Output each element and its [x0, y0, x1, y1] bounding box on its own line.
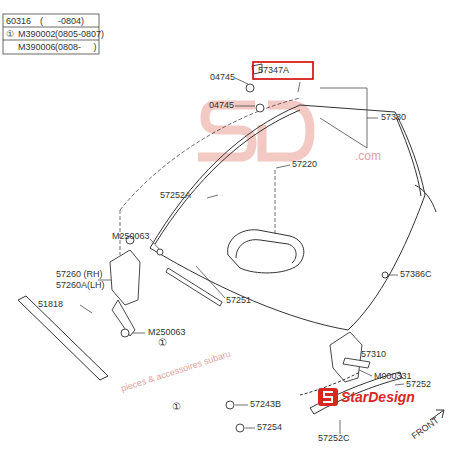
direction-label: FRONT: [410, 416, 441, 441]
callout-number: ①: [158, 338, 167, 348]
table-cell: 60316: [6, 17, 31, 26]
callout-number: 57347A: [258, 66, 289, 75]
table-cell: M390002: [18, 30, 56, 39]
callout-number: 57252: [406, 380, 431, 389]
callout-number: M000331: [374, 372, 412, 381]
callout-number: M250063: [148, 328, 186, 337]
highlight-box: [253, 62, 313, 79]
callout-number: 04745: [210, 73, 235, 82]
leader-lines: [80, 78, 404, 434]
watermark-text: .com: [355, 150, 381, 162]
table-cell: ( -0804): [40, 17, 84, 26]
callout-number: 51818: [38, 300, 63, 309]
callout-number: 57386C: [400, 270, 432, 279]
callout-number: 57252C: [318, 434, 350, 443]
callout-number: 57251: [226, 296, 251, 305]
callout-number: 57260 (RH): [56, 270, 103, 279]
callout-number: 57310: [361, 350, 386, 359]
watermark-text: pieces & accessoires subaru: [120, 350, 232, 394]
table-cell: ①: [6, 30, 14, 39]
callout-number: 57260A(LH): [56, 281, 105, 290]
stardesign-logo: [318, 388, 338, 406]
callout-number: 57220: [292, 160, 317, 169]
callout-number: 57254: [257, 423, 282, 432]
table-cell: (0805-0807): [55, 30, 104, 39]
callout-number: ①: [172, 402, 181, 412]
hardware-parts: [110, 64, 388, 432]
table-cell: M390006: [18, 43, 56, 52]
callout-number: 57243B: [250, 400, 281, 409]
brand-logo: StarDesign: [341, 390, 415, 404]
table-cell: (0808- ): [55, 43, 97, 52]
callout-number: 57330: [381, 113, 406, 122]
hood-panel: [150, 105, 436, 330]
callout-number: 57252A: [160, 191, 191, 200]
callout-number: 04745: [209, 101, 234, 110]
callout-number: M250063: [112, 232, 150, 241]
